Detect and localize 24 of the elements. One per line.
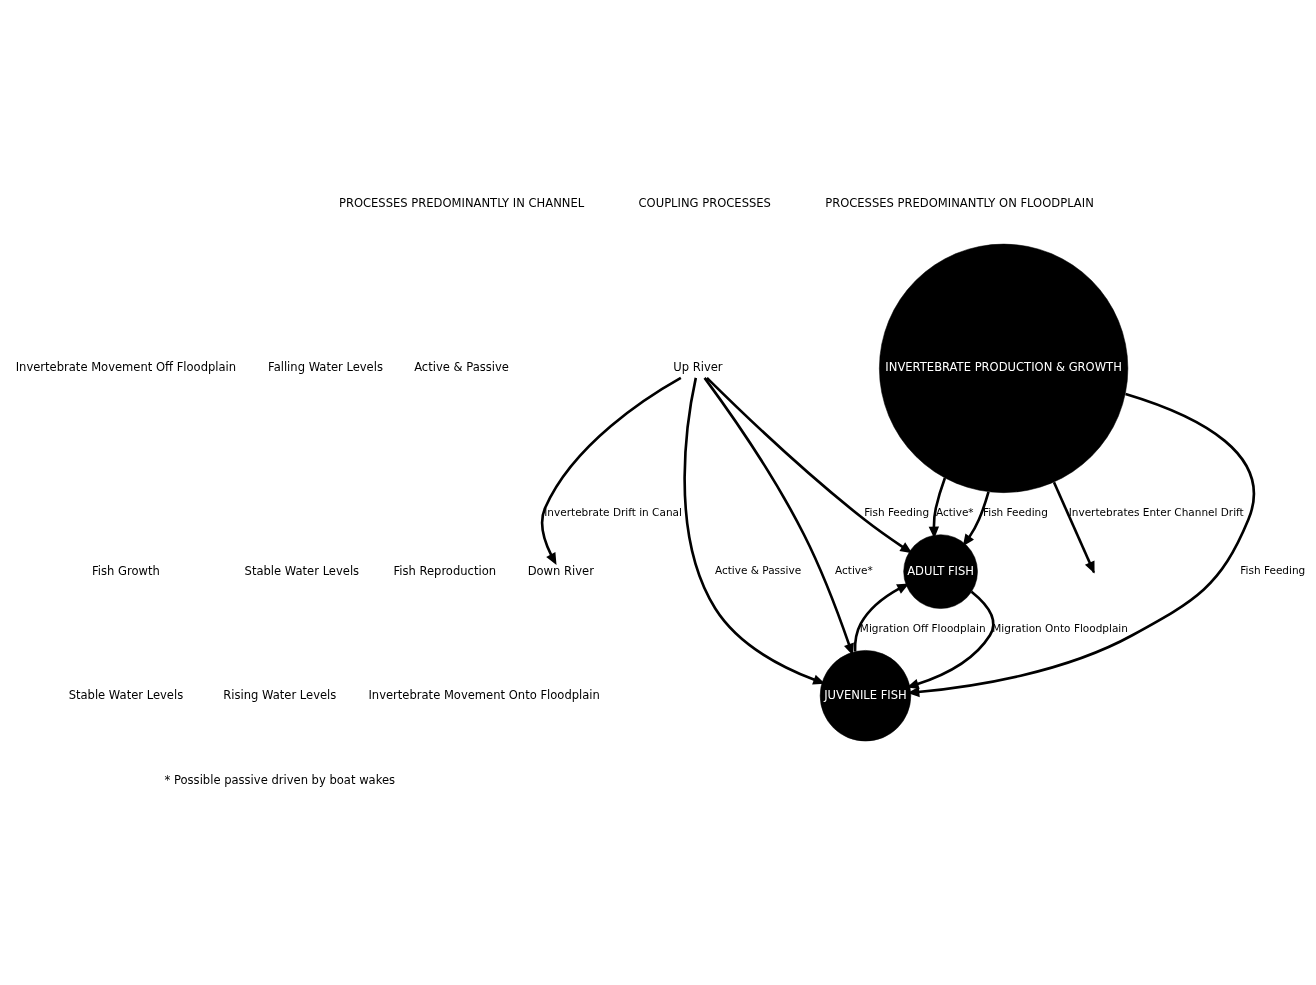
label: Stable Water Levels (68, 687, 184, 702)
edge-label: Migration Off Floodplain (859, 622, 986, 635)
edge-label: Fish Feeding (1240, 564, 1306, 577)
edge-label: Invertebrate Drift in Canal (544, 506, 682, 519)
edge-label: Fish Feeding (982, 506, 1048, 519)
edge-label: Fish Feeding (864, 506, 930, 519)
label: Falling Water Levels (268, 360, 383, 375)
node-text: Down River (527, 563, 594, 578)
label: Active & Passive (414, 360, 509, 375)
label: Invertebrate Movement Off Floodplain (15, 360, 237, 375)
label: Stable Water Levels (244, 563, 360, 578)
node-text: Up River (673, 360, 723, 375)
edge-label: Active* (835, 564, 873, 577)
label: Fish Reproduction (393, 563, 497, 578)
label: Invertebrate Movement Onto Floodplain (368, 687, 600, 702)
label: COUPLING PROCESSES (638, 195, 771, 210)
label: PROCESSES PREDOMINANTLY IN CHANNEL (338, 195, 585, 210)
label: * Possible passive driven by boat wakes (164, 773, 396, 788)
label: PROCESSES PREDOMINANTLY ON FLOODPLAIN (825, 195, 1094, 210)
label: Fish Growth (92, 563, 160, 578)
edge-label: Invertebrates Enter Channel Drift (1068, 506, 1244, 519)
label: Rising Water Levels (223, 687, 337, 702)
edge-label: Active & Passive (714, 564, 802, 577)
edge-label: Active* (935, 506, 974, 519)
